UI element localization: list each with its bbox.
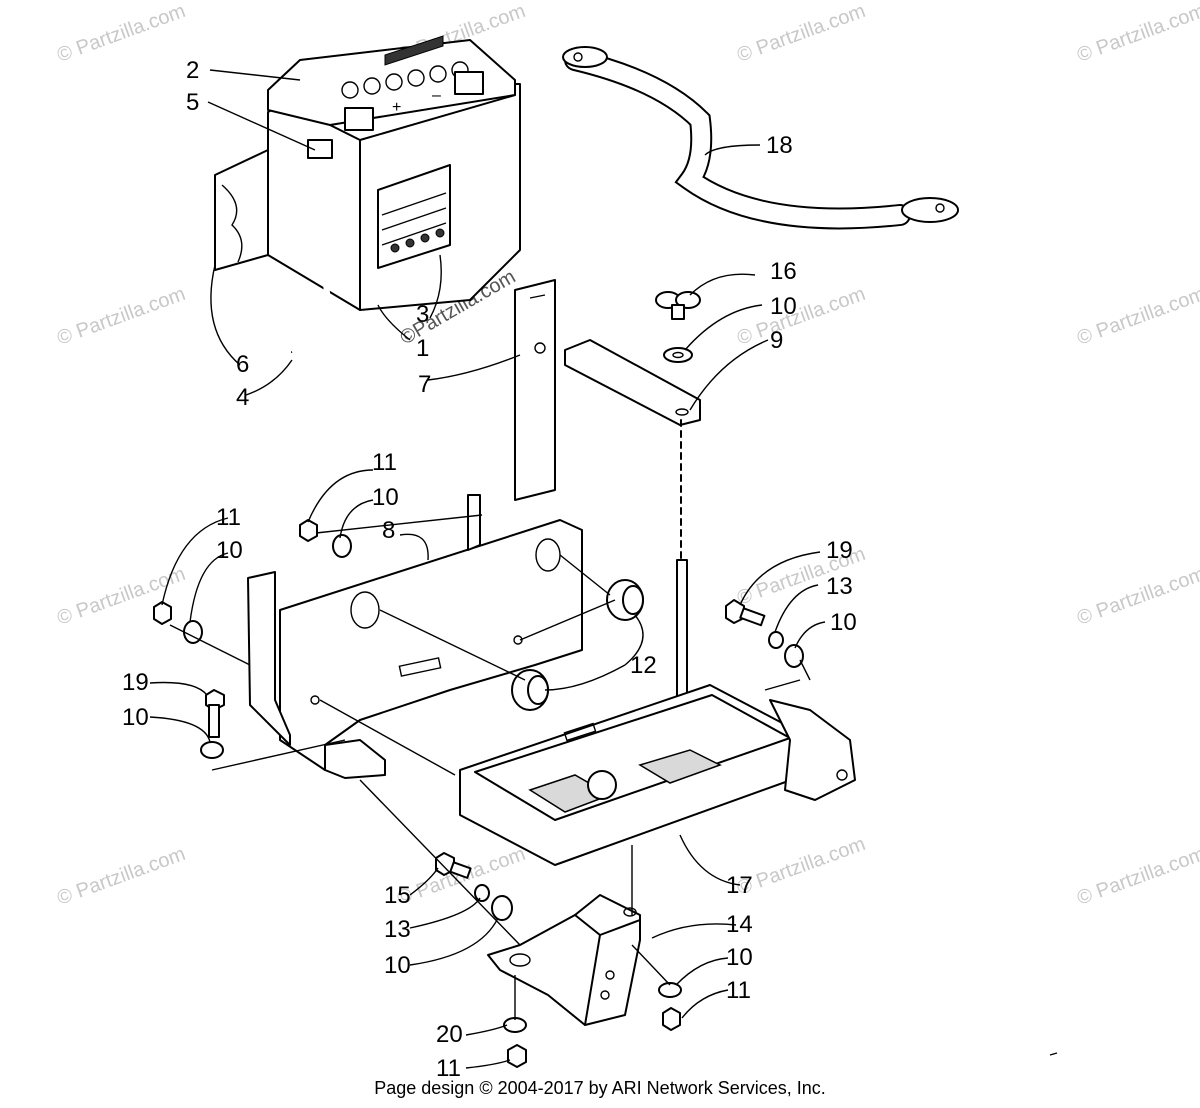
battery: + –: [267, 35, 521, 311]
page-footer: Page design © 2004-2017 by ARI Network S…: [374, 1078, 826, 1098]
vent-elbow: [307, 139, 333, 159]
washer: [658, 982, 682, 998]
nut: [153, 601, 172, 625]
battery-pad: [214, 149, 269, 271]
callout-17: 17: [726, 872, 753, 899]
callout-9: 9: [770, 327, 783, 354]
hold-down-bracket: [564, 339, 701, 426]
callout-leaders: [149, 69, 826, 1069]
washer: [663, 347, 693, 363]
svg-text:–: –: [432, 87, 441, 104]
callout-8: 8: [382, 517, 395, 544]
callout-5: 5: [186, 89, 199, 116]
watermark: © Partzilla.com: [1074, 843, 1200, 910]
callout-10: 10: [830, 609, 857, 636]
washer: [474, 884, 490, 902]
callout-20: 20: [436, 1021, 463, 1048]
callout-10: 10: [726, 944, 753, 971]
washer: [503, 1017, 527, 1033]
watermark: © Partzilla.com: [1074, 0, 1200, 67]
callout-10: 10: [372, 484, 399, 511]
callout-11: 11: [726, 977, 751, 1004]
nut: [507, 1044, 527, 1068]
watermark: © Partzilla.com: [1074, 563, 1200, 630]
grommet: [511, 669, 549, 711]
bolt: [725, 599, 766, 627]
callout-10: 10: [216, 537, 243, 564]
nut: [299, 519, 318, 542]
washer: [768, 631, 784, 649]
callout-12: 12: [630, 652, 657, 679]
callout-10: 10: [122, 704, 149, 731]
callout-2: 2: [186, 57, 199, 84]
svg-text:+: +: [392, 99, 401, 116]
watermark: © Partzilla.com: [54, 283, 188, 350]
callout-18: 18: [766, 132, 793, 159]
callout-7: 7: [418, 371, 431, 398]
lower-bracket: [487, 894, 641, 1026]
warning-label: [377, 35, 451, 269]
watermark: © Partzilla.com: [734, 283, 868, 350]
bolt: [205, 689, 225, 738]
callout-11: 11: [216, 504, 241, 531]
watermark: © Partzilla.com: [734, 0, 868, 67]
battery-mounting-bracket: [247, 494, 583, 779]
callout-16: 16: [770, 258, 797, 285]
grommet: [606, 579, 644, 621]
callout-13: 13: [384, 916, 411, 943]
washer: [332, 534, 352, 558]
callout-4: 4: [236, 384, 249, 411]
battery-tray: [459, 684, 856, 866]
callout-19: 19: [122, 669, 149, 696]
assembly-lines: [169, 514, 811, 1020]
washer: [491, 895, 513, 921]
tick-mark: [1049, 1052, 1058, 1056]
washer: [200, 741, 224, 759]
wing-nut: [655, 291, 701, 320]
watermark: © Partzilla.com: [54, 0, 188, 67]
washer: [784, 644, 804, 668]
callout-10: 10: [770, 293, 797, 320]
watermark: © Partzilla.com: [1074, 283, 1200, 350]
callout-19: 19: [826, 537, 853, 564]
callout-15: 15: [384, 882, 411, 909]
nut: [662, 1007, 681, 1031]
callout-6: 6: [236, 351, 249, 378]
hold-down-strap: [514, 279, 556, 501]
battery-cable: [562, 46, 959, 230]
callout-11: 11: [372, 449, 397, 476]
callout-14: 14: [726, 911, 753, 938]
callout-1: 1: [416, 335, 429, 362]
callout-11: 11: [436, 1055, 461, 1082]
callout-13: 13: [826, 573, 853, 600]
watermark: © Partzilla.com: [54, 843, 188, 910]
watermark: © Partzilla.com: [734, 833, 868, 900]
callout-labels: 2 5 6 4 3 1 7 18 16 10 9 11 10 8 11 10 1…: [122, 57, 857, 1082]
callout-10: 10: [384, 952, 411, 979]
callout-3: 3: [416, 301, 429, 328]
